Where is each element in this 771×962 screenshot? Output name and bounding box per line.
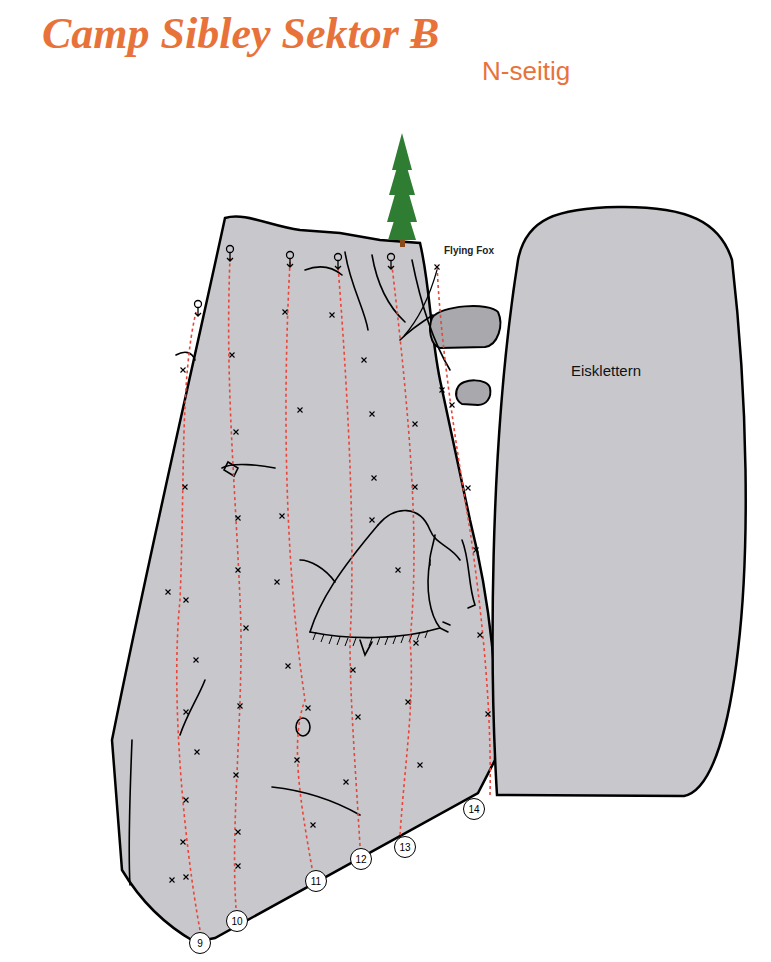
bolt-mark [370, 518, 375, 523]
bolt-mark [330, 313, 335, 318]
bolt-mark [184, 875, 189, 880]
callout-number: 11 [311, 876, 321, 887]
boulder-shape [493, 207, 746, 796]
bolt-mark [236, 516, 241, 521]
bolt-mark [283, 310, 288, 315]
bolt-mark [286, 664, 291, 669]
bolt-mark [184, 798, 189, 803]
bolt-mark [406, 700, 411, 705]
bolt-mark [236, 568, 241, 573]
callout-number: 9 [197, 938, 203, 949]
bolt-mark [344, 780, 349, 785]
route-label: Flying Fox [444, 245, 494, 256]
roof-hatching [313, 630, 428, 646]
bolt-mark [478, 633, 483, 638]
callout-number: 12 [355, 854, 366, 865]
boulder-outline [488, 200, 750, 805]
route-number: 12 [350, 848, 372, 870]
bolt-mark [413, 422, 418, 427]
bolt-mark [486, 712, 491, 717]
bolt-mark [370, 412, 375, 417]
bolt-mark [440, 388, 445, 393]
bolt-mark [236, 830, 241, 835]
bolt-mark [184, 598, 189, 603]
bolt-mark [280, 514, 285, 519]
route-number: 11 [305, 870, 327, 892]
bolt-marks [166, 265, 491, 883]
bolt-mark [414, 641, 419, 646]
bolt-mark [396, 568, 401, 573]
bolt-mark [275, 580, 280, 585]
bolt-mark [181, 368, 186, 373]
chockstone [430, 306, 500, 348]
bolt-mark [234, 773, 239, 778]
bolt-mark [372, 476, 377, 481]
bolt-mark [238, 704, 243, 709]
bolt-mark [356, 715, 361, 720]
bolt-mark [466, 486, 471, 491]
bolt-mark [230, 353, 235, 358]
title: Camp Sibley Sektor Ƀ [42, 8, 439, 59]
bolt-mark [306, 706, 311, 711]
bolt-mark [183, 485, 188, 490]
bolt-mark [435, 265, 440, 270]
bolt-mark [236, 864, 241, 869]
route-number: 13 [394, 836, 416, 858]
bolt-mark [450, 403, 455, 408]
callout-number: 14 [468, 804, 479, 815]
bolt-mark [362, 358, 367, 363]
bolt-mark [351, 668, 356, 673]
ice-climbing-boulder: Eisklettern [488, 200, 750, 805]
route-lines [177, 258, 490, 930]
bolt-mark [184, 710, 189, 715]
bolt-mark [311, 823, 316, 828]
route-number: 14 [463, 798, 485, 820]
bolt-mark [170, 878, 175, 883]
bolt-mark [234, 430, 239, 435]
flying-fox-line [404, 270, 437, 336]
bolt-mark [166, 590, 171, 595]
bolt-mark [413, 485, 418, 490]
chockstone [456, 380, 490, 405]
bolt-mark [244, 626, 249, 631]
bolt-mark [181, 840, 186, 845]
bolt-mark [194, 658, 199, 663]
route-number: 10 [226, 910, 248, 932]
area-name: Eisklettern [571, 362, 641, 379]
bolt-mark [298, 408, 303, 413]
bolt-mark [295, 758, 300, 763]
bolt-mark [474, 548, 479, 553]
pine-tree [387, 133, 417, 247]
belay-anchors [195, 246, 395, 317]
subtitle: N-seitig [482, 56, 570, 87]
bolt-mark [195, 750, 200, 755]
bolt-mark [418, 763, 423, 768]
callout-number: 13 [399, 842, 410, 853]
callout-number: 10 [231, 916, 242, 927]
route-number: 9 [189, 932, 211, 954]
